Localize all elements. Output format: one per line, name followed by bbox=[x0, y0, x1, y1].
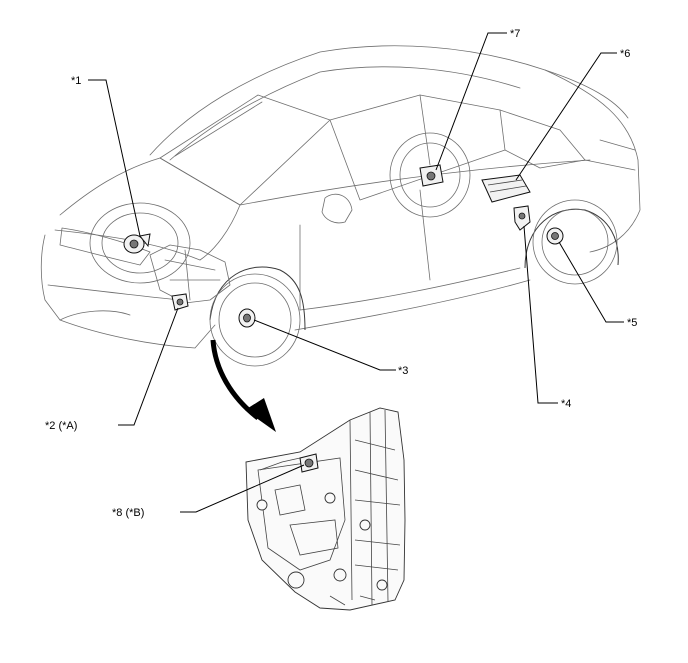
leader-4 bbox=[523, 225, 558, 404]
callout-label-8: *8 (*B) bbox=[112, 507, 144, 519]
callout-label-3: *3 bbox=[398, 365, 408, 377]
callout-label-6: *6 bbox=[620, 48, 630, 60]
car-body-outline bbox=[40, 45, 641, 367]
leader-5 bbox=[558, 241, 624, 323]
part-3-front-hub-sensor bbox=[238, 308, 256, 328]
leader-6 bbox=[515, 52, 617, 181]
part-2-front-bracket bbox=[171, 293, 189, 311]
leader-3 bbox=[253, 319, 396, 371]
callout-label-1: *1 bbox=[71, 75, 81, 87]
part-7-center-unit bbox=[419, 164, 444, 187]
callout-label-2: *2 (*A) bbox=[45, 420, 77, 432]
part-6-control-module bbox=[481, 174, 531, 203]
part-8-transmission-sensor bbox=[299, 453, 319, 473]
part-1-front-speed-sensor bbox=[123, 233, 151, 254]
leader-1 bbox=[88, 79, 141, 237]
leader-8 bbox=[180, 464, 305, 513]
part-4-rear-bracket bbox=[513, 205, 531, 231]
callout-label-5: *5 bbox=[627, 317, 637, 329]
leader-7 bbox=[435, 32, 507, 171]
transmission-detail bbox=[245, 407, 406, 611]
detail-arrow bbox=[210, 339, 276, 432]
callout-labels: *1 *2 (*A) *3 *4 *5 *6 *7 *8 (*B) bbox=[45, 28, 637, 519]
callout-label-4: *4 bbox=[561, 398, 571, 410]
callout-label-7: *7 bbox=[510, 28, 520, 40]
leader-2 bbox=[118, 307, 179, 426]
part-5-rear-hub-sensor bbox=[546, 227, 564, 245]
leader-lines bbox=[88, 32, 624, 513]
